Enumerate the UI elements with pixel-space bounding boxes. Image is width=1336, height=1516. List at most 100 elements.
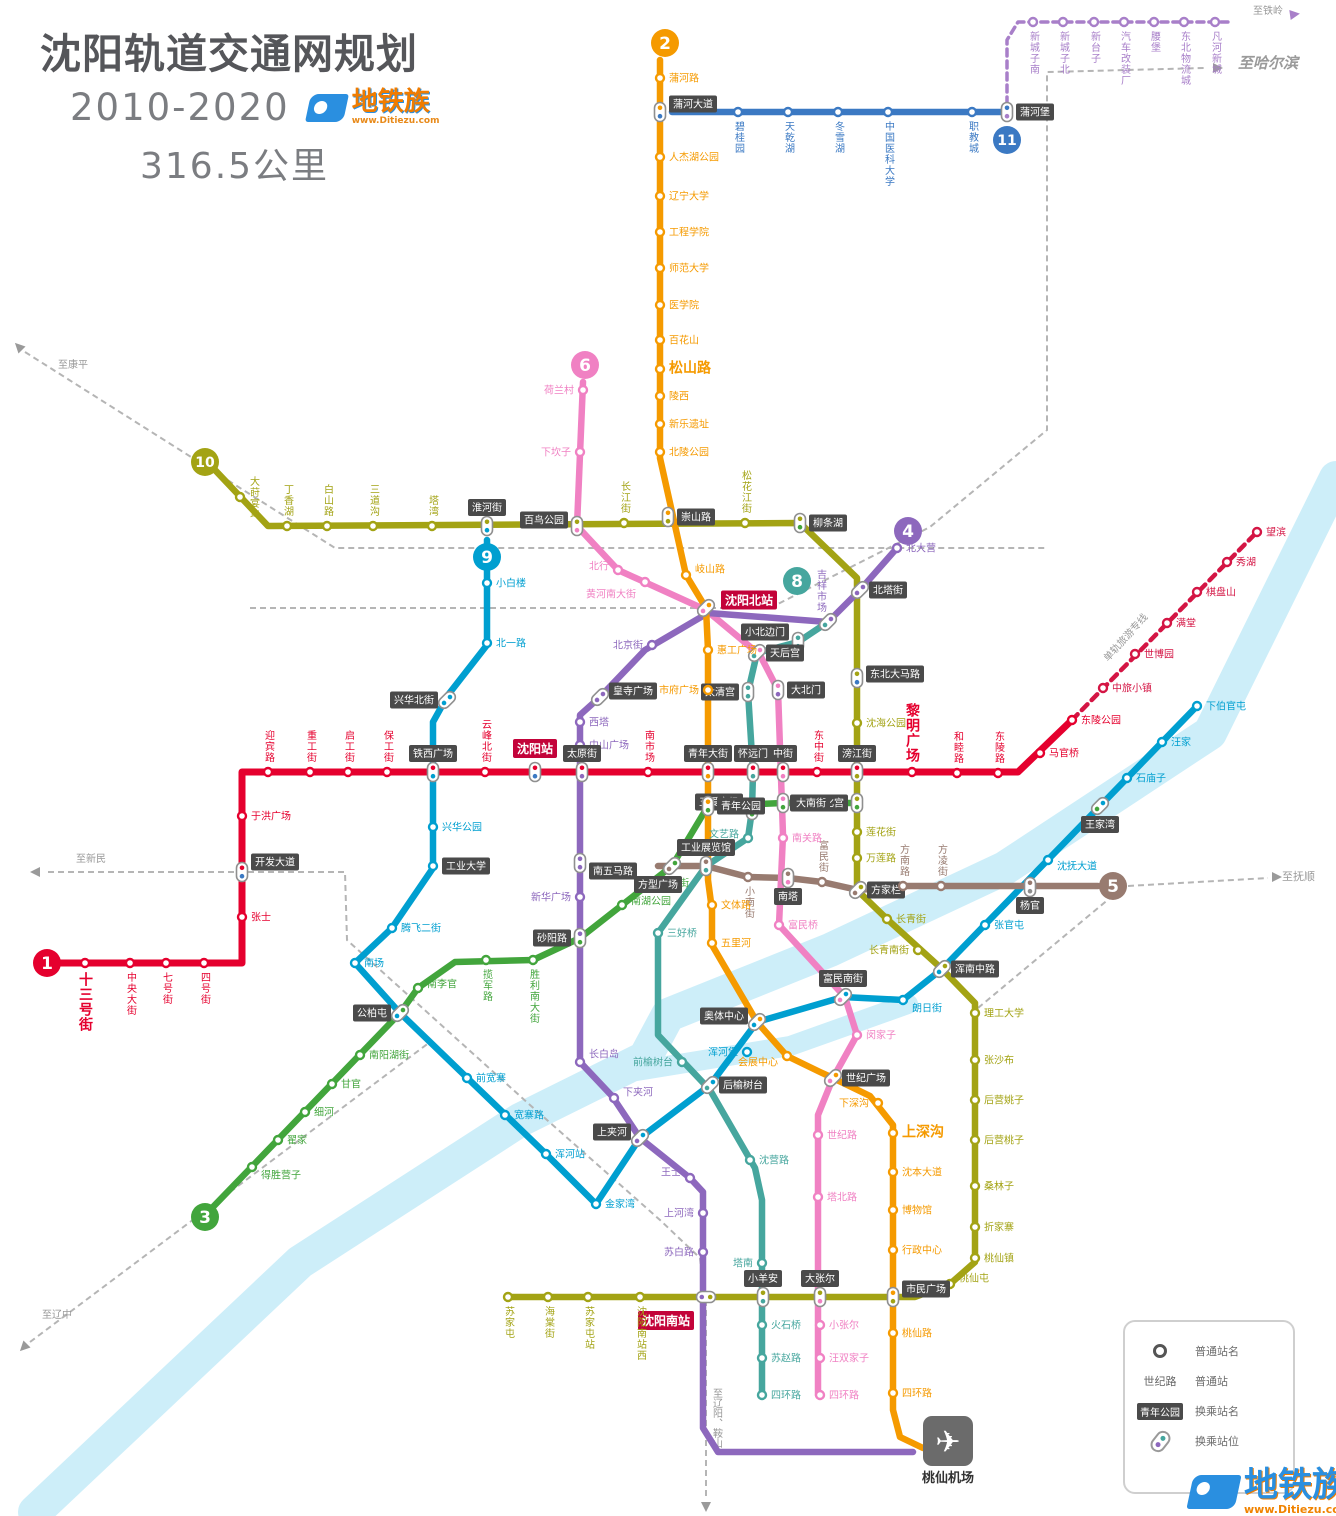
station-label: 四环路 <box>902 1387 932 1400</box>
station-北大营: 北大营 <box>891 542 936 555</box>
station-塔南: 塔南 <box>733 1257 768 1270</box>
station-label: 东陵公园 <box>1081 714 1121 727</box>
transfer-marker <box>818 612 838 632</box>
railway-line <box>1127 877 1269 887</box>
station-marker <box>732 106 744 118</box>
station-蒲河大道: 蒲河大道 <box>653 95 717 123</box>
station-陵西: 陵西 <box>654 391 689 403</box>
station-沈阳北站: 沈阳北站 <box>696 590 777 618</box>
station-崇山路: 崇山路 <box>661 506 715 528</box>
station-浑南中路: 浑南中路 <box>932 959 999 979</box>
station-marker <box>386 922 398 934</box>
station-宽寨路: 宽寨路 <box>499 1109 544 1122</box>
station-label: 腰堡 <box>1149 31 1161 53</box>
station-label: 工程学院 <box>669 226 709 239</box>
station-label: 新城子南 <box>1028 30 1040 75</box>
station-label-box <box>951 960 999 978</box>
legend-label: 普通站名 <box>1195 1345 1239 1358</box>
station-label: 凡河新城 <box>1210 31 1222 75</box>
station-marker <box>616 899 628 911</box>
legend-box: 普通站名 世纪路 普通站 青年公园 换乘站名 换乘站位 <box>1123 1320 1295 1494</box>
station-label: 滂江街 <box>842 747 872 760</box>
station-marker <box>574 716 586 728</box>
station-label: 启工街 <box>343 729 355 763</box>
station-marker <box>851 852 863 864</box>
station-南场: 南场 <box>349 957 384 970</box>
station-label: 南五马路 <box>593 865 633 878</box>
station-marker <box>979 919 991 931</box>
station-marker <box>969 1054 981 1066</box>
station-label-box <box>353 1004 391 1022</box>
station-苏白路: 苏白路 <box>664 1246 709 1259</box>
station-label: 汽车改装厂 <box>1119 30 1131 86</box>
station-marker <box>1088 16 1100 28</box>
legend-label: 换乘站位 <box>1195 1435 1239 1448</box>
station-东陵公园: 东陵公园 <box>1066 714 1121 727</box>
station-label: 东中街 <box>812 729 824 763</box>
station-marker <box>739 517 751 529</box>
airport-icon <box>923 1416 973 1466</box>
station-荷兰村: 荷兰村 <box>544 384 589 397</box>
station-marker <box>502 1291 514 1303</box>
station-沈阳南站西: 沈阳南站西 <box>635 1291 647 1361</box>
station-松山路: 松山路 <box>654 360 712 377</box>
station-label: 惠工广场 <box>717 644 757 657</box>
station-label: 工业大学 <box>446 860 486 873</box>
station-label: 三道沟 <box>368 484 380 517</box>
station-label: 南关路 <box>792 832 822 845</box>
station-label: 后营桃子 <box>984 1134 1024 1147</box>
legend-row-ordinary-station: 世纪路 普通站 <box>1125 1366 1293 1396</box>
station-marker <box>654 262 666 274</box>
station-东中街: 东中街 <box>812 729 824 778</box>
station-和睦路: 和睦路 <box>952 731 964 779</box>
station-marker <box>654 446 666 458</box>
transfer-marker <box>1023 876 1037 898</box>
station-label: 下深沟 <box>839 1097 869 1110</box>
station-公柏屯: 公柏屯 <box>353 1003 410 1023</box>
station-marker <box>969 1180 981 1192</box>
station-大莳宴坞: 大莳宴坞 <box>234 475 260 520</box>
station-marker <box>234 491 246 503</box>
station-marker <box>832 106 844 118</box>
station-marker <box>654 190 666 202</box>
transfer-marker <box>570 515 584 537</box>
station-label: 马官桥 <box>1049 747 1079 760</box>
station-蒲河路: 蒲河路 <box>654 72 699 85</box>
station-marker <box>851 1029 863 1041</box>
station-世纪路: 世纪路 <box>812 1129 857 1142</box>
station-市民广场: 市民广场 <box>886 1280 950 1308</box>
station-marker <box>1027 16 1039 28</box>
station-label: 南场 <box>364 957 384 970</box>
station-label: 方南路 <box>898 843 910 877</box>
station-label: 职教城 <box>967 121 979 154</box>
station-label: 新乐遗址 <box>669 418 709 431</box>
station-label: 张沙布 <box>984 1055 1014 1067</box>
station-label-box <box>589 862 637 880</box>
station-marker <box>969 1252 981 1264</box>
station-王士: 王士 <box>661 1166 696 1184</box>
station-marker <box>814 1389 826 1401</box>
station-腰堡: 腰堡 <box>1149 16 1161 53</box>
station-marker <box>756 1389 768 1401</box>
ordinary-station-icon <box>1153 1344 1167 1358</box>
svg-text:2: 2 <box>659 34 671 54</box>
station-label: 沈本大道 <box>902 1166 942 1179</box>
station-label: 砂阳路 <box>537 932 567 945</box>
station-label: 海棠街 <box>543 1305 555 1339</box>
station-label: 沈阳北站 <box>725 593 773 608</box>
station-白山路: 白山路 <box>322 483 334 532</box>
station-marker <box>349 957 361 969</box>
station-marker <box>906 766 918 778</box>
transfer-marker <box>747 643 767 663</box>
station-label: 开发大道 <box>255 856 295 869</box>
transfer-marker <box>776 792 790 814</box>
station-label-box <box>442 857 490 875</box>
station-marker <box>1209 16 1221 28</box>
station-小白楼: 小白楼 <box>481 577 526 590</box>
station-百花山: 百花山 <box>654 334 699 347</box>
station-marker <box>897 994 909 1006</box>
station-翟家: 翟家 <box>272 1134 307 1147</box>
transfer-marker <box>573 852 587 874</box>
station-label-box <box>684 745 732 762</box>
station-吉祥市场: 吉祥市场 <box>815 569 838 632</box>
